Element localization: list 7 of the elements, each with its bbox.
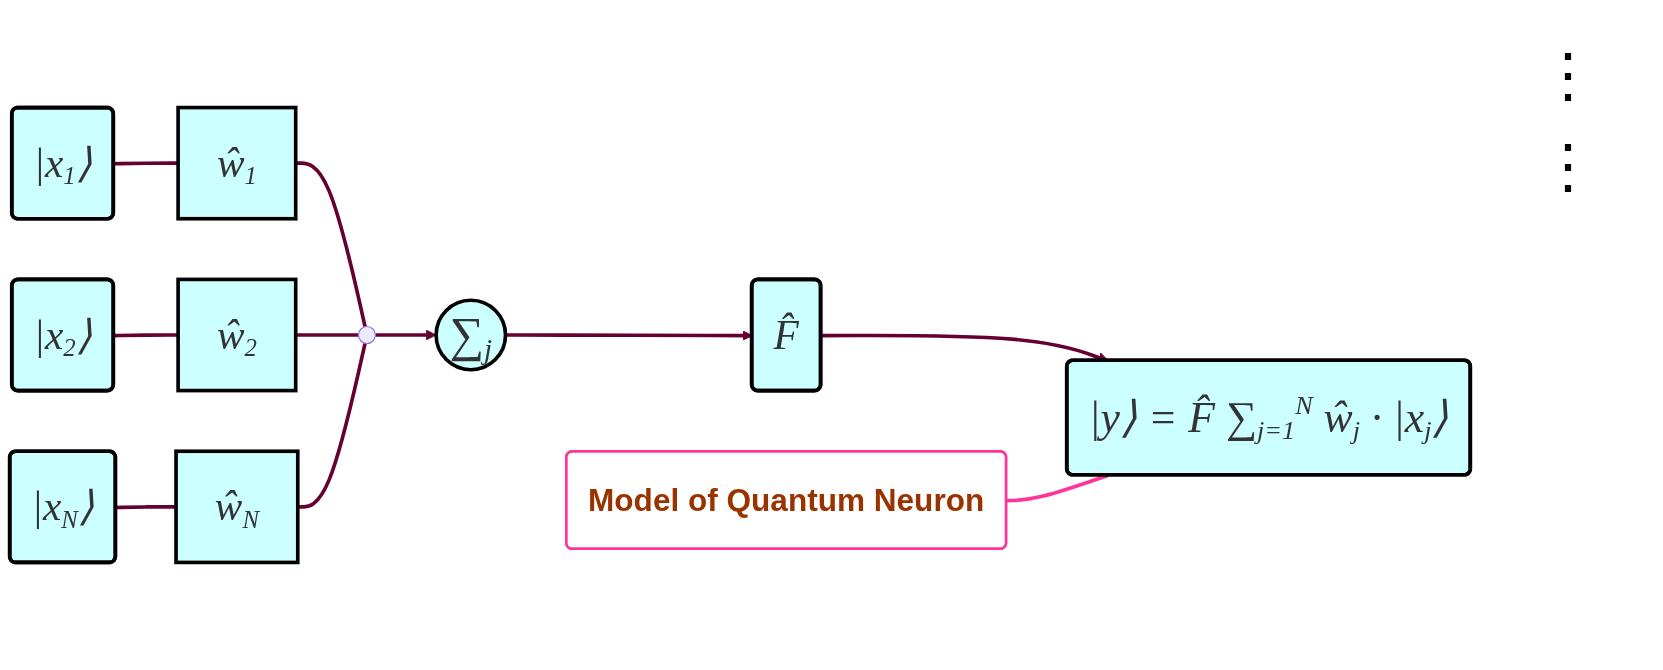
node-circle bbox=[357, 325, 377, 345]
node-box: ŵ$_{2}$ bbox=[176, 277, 298, 393]
node-box: ŵ$_{N}$ bbox=[174, 449, 300, 565]
node-box: ŵ$_{1}$ bbox=[176, 105, 298, 221]
node-circle: ∑$_{j}$ bbox=[434, 298, 508, 372]
ellipsis-mark: ⋮ bbox=[1537, 133, 1599, 202]
ellipsis-mark: ⋮ bbox=[1537, 42, 1599, 111]
